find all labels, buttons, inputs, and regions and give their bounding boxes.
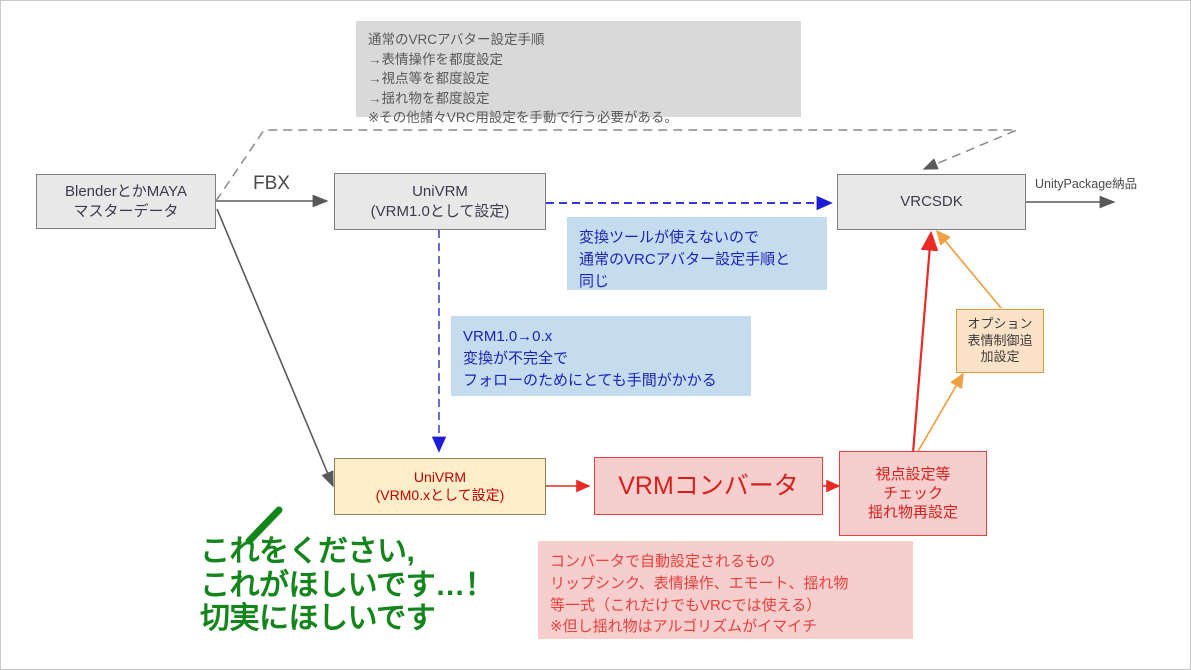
callout-normal-procedure: 通常のVRCアバター設定手順 →表情操作を都度設定 →視点等を都度設定 →揺れ物… bbox=[356, 21, 801, 125]
callout-conversion-incomplete: VRM1.0→0.x 変換が不完全で フォローのためにとても手間がかかる bbox=[451, 316, 751, 396]
node-master-data[interactable]: BlenderとかMAYA マスターデータ bbox=[36, 174, 216, 229]
edge-recheck-to-vrcsdk bbox=[911, 230, 939, 454]
annotation-handwritten-wish: これをください, これがほしいです…！ 切実にほしいです bbox=[200, 535, 495, 636]
edge-label-fbx: FBX bbox=[253, 173, 290, 194]
node-univrm-0[interactable]: UniVRM (VRM0.xとして設定) bbox=[334, 458, 546, 515]
edge-recheck-to-option bbox=[916, 372, 964, 454]
edge-option-to-vrcsdk bbox=[935, 229, 1002, 309]
callout-no-converter: 変換ツールが使えないので 通常のVRCアバター設定手順と 同じ bbox=[567, 217, 827, 290]
edge-label-unitypackage: UnityPackage納品 bbox=[1035, 177, 1138, 191]
node-option[interactable]: オプション 表情制御追 加設定 bbox=[956, 309, 1044, 373]
callout-converter-auto: コンバータで自動設定されるもの リップシンク、表情操作、エモート、揺れ物 等一式… bbox=[538, 541, 913, 639]
node-vrcsdk[interactable]: VRCSDK bbox=[837, 174, 1026, 230]
edge-master-to-univrm0 bbox=[216, 208, 334, 488]
node-recheck[interactable]: 視点設定等 チェック 揺れ物再設定 bbox=[839, 451, 987, 536]
node-vrm-converter[interactable]: VRMコンバータ bbox=[594, 457, 823, 515]
node-univrm-1[interactable]: UniVRM (VRM1.0として設定) bbox=[334, 173, 546, 230]
